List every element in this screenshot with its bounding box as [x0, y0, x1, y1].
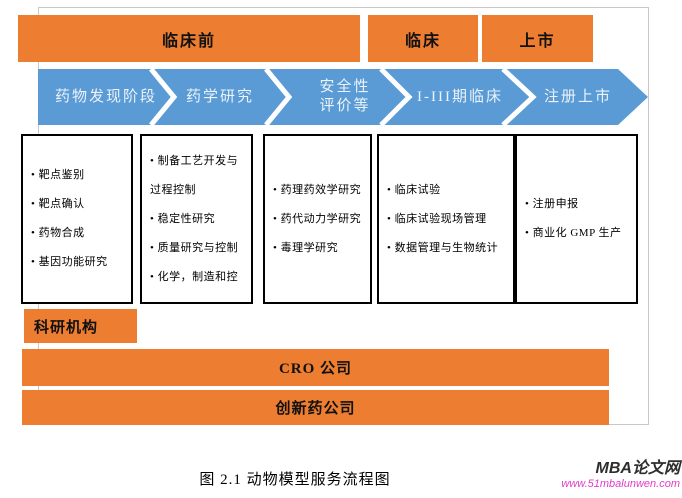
process-arrow-band: [38, 69, 648, 125]
stage-label-line: 安全性: [319, 79, 371, 95]
phase-bar-preclinical: 临床前: [18, 15, 360, 62]
stage-label-safety-evaluation: 安全性 评价等: [285, 69, 405, 125]
stage-label-line: 药物发现阶段: [54, 88, 157, 105]
detail-box-item: 稳定性研究: [150, 205, 246, 234]
stage-label-line: 评价等: [319, 98, 371, 114]
detail-box-cmc: 制备工艺开发与 过程控制 稳定性研究 质量研究与控制 化学，制造和控: [140, 134, 253, 304]
stage-label-clinical-phase-i-iii: I-III期临床: [400, 69, 520, 125]
stage-label-line: I-III期临床: [417, 88, 503, 105]
stage-separator-chevron: [149, 69, 178, 125]
org-bar-innovative-pharma: 创新药公司: [22, 390, 609, 425]
stage-separator-chevron: [501, 69, 537, 125]
stage-label-pharmaceutical-research: 药学研究: [160, 69, 280, 125]
detail-box-item: 药物合成: [31, 219, 126, 248]
stage-label-registration-launch: 注册上市: [518, 69, 638, 125]
detail-box-discovery: 靶点鉴别 靶点确认 药物合成 基因功能研究: [21, 134, 133, 304]
detail-box-item: 制备工艺开发与 过程控制: [150, 147, 246, 205]
detail-box-item: 基因功能研究: [31, 248, 126, 277]
detail-box-registration: 注册申报 商业化 GMP 生产: [515, 134, 638, 304]
arrow-shape: [38, 69, 648, 125]
stage-separator-chevron: [264, 69, 293, 125]
phase-bar-clinical: 临床: [368, 15, 478, 62]
detail-box-clinical: 临床试验 临床试验现场管理 数据管理与生物统计: [377, 134, 515, 304]
detail-box-item: 注册申报: [525, 190, 631, 219]
figure-caption: 图 2.1 动物模型服务流程图: [199, 472, 391, 488]
watermark: MBA论文网 www.51mbalunwen.com: [520, 459, 682, 491]
stage-separator-chevron: [379, 69, 413, 125]
detail-box-item: 药理药效学研究: [273, 176, 365, 205]
detail-box-item: 质量研究与控制: [150, 234, 246, 263]
detail-box-item: 临床试验现场管理: [387, 205, 508, 234]
watermark-site-url: www.51mbalunwen.com: [561, 478, 680, 490]
org-bar-research-institutes: 科研机构: [24, 309, 137, 343]
detail-box-item: 数据管理与生物统计: [387, 234, 508, 263]
watermark-site-name: MBA论文网: [595, 460, 680, 477]
detail-box-item: 临床试验: [387, 176, 508, 205]
stage-label-line: 注册上市: [543, 88, 612, 105]
org-bar-cro-company: CRO 公司: [22, 349, 609, 386]
detail-box-item: 毒理学研究: [273, 234, 365, 263]
detail-box-item: 商业化 GMP 生产: [525, 219, 631, 248]
detail-box-preclinical-studies: 药理药效学研究 药代动力学研究 毒理学研究: [263, 134, 372, 304]
detail-box-item: 化学，制造和控: [150, 263, 246, 292]
detail-box-item: 靶点鉴别: [31, 161, 126, 190]
detail-box-item: 药代动力学研究: [273, 205, 365, 234]
detail-box-item: 靶点确认: [31, 190, 126, 219]
stage-label-drug-discovery: 药物发现阶段: [46, 69, 166, 125]
phase-bar-market: 上市: [482, 15, 593, 62]
stage-label-line: 药学研究: [185, 88, 254, 105]
